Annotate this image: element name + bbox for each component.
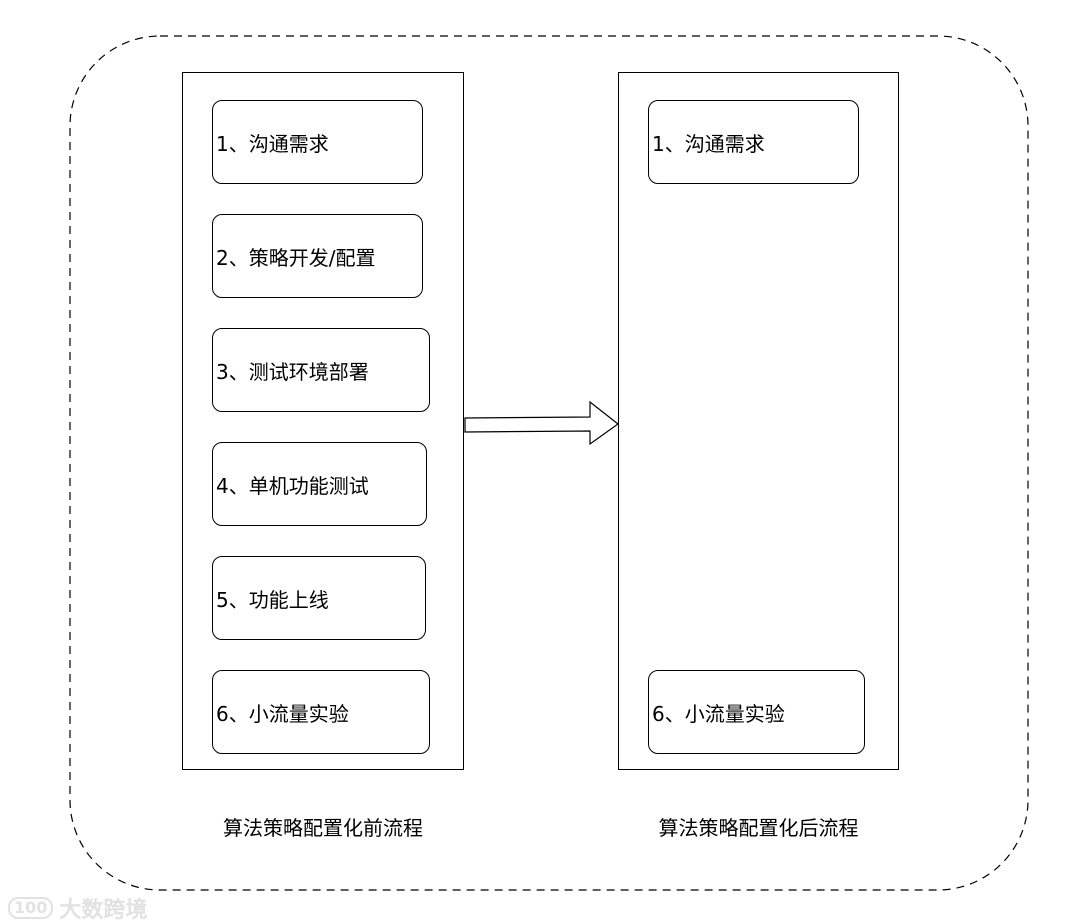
transition-arrow <box>464 400 620 446</box>
after-flow-caption: 算法策略配置化后流程 <box>658 816 859 840</box>
step-label: 2、策略开发/配置 <box>216 245 376 270</box>
step-label: 4、单机功能测试 <box>216 473 369 498</box>
before-step-6: 6、小流量实验 <box>212 670 430 754</box>
step-label: 1、沟通需求 <box>652 131 765 156</box>
step-label: 6、小流量实验 <box>216 701 349 726</box>
watermark-logo: 100 <box>8 897 54 919</box>
watermark-text: 大数跨境 <box>59 898 148 923</box>
before-step-4: 4、单机功能测试 <box>212 442 427 526</box>
after-step-6: 6、小流量实验 <box>648 670 865 754</box>
step-label: 1、沟通需求 <box>216 131 329 156</box>
step-label: 5、功能上线 <box>216 587 329 612</box>
before-step-2: 2、策略开发/配置 <box>212 214 423 298</box>
before-flow-caption: 算法策略配置化前流程 <box>223 816 423 840</box>
after-flow-lane <box>618 72 899 770</box>
before-step-1: 1、沟通需求 <box>212 100 423 184</box>
before-step-3: 3、测试环境部署 <box>212 328 430 412</box>
step-label: 3、测试环境部署 <box>216 359 369 384</box>
step-label: 6、小流量实验 <box>652 701 785 726</box>
watermark: 100 大数跨境 <box>8 892 147 924</box>
before-flow-lane <box>182 72 464 770</box>
after-step-1: 1、沟通需求 <box>648 100 859 184</box>
before-step-5: 5、功能上线 <box>212 556 426 640</box>
